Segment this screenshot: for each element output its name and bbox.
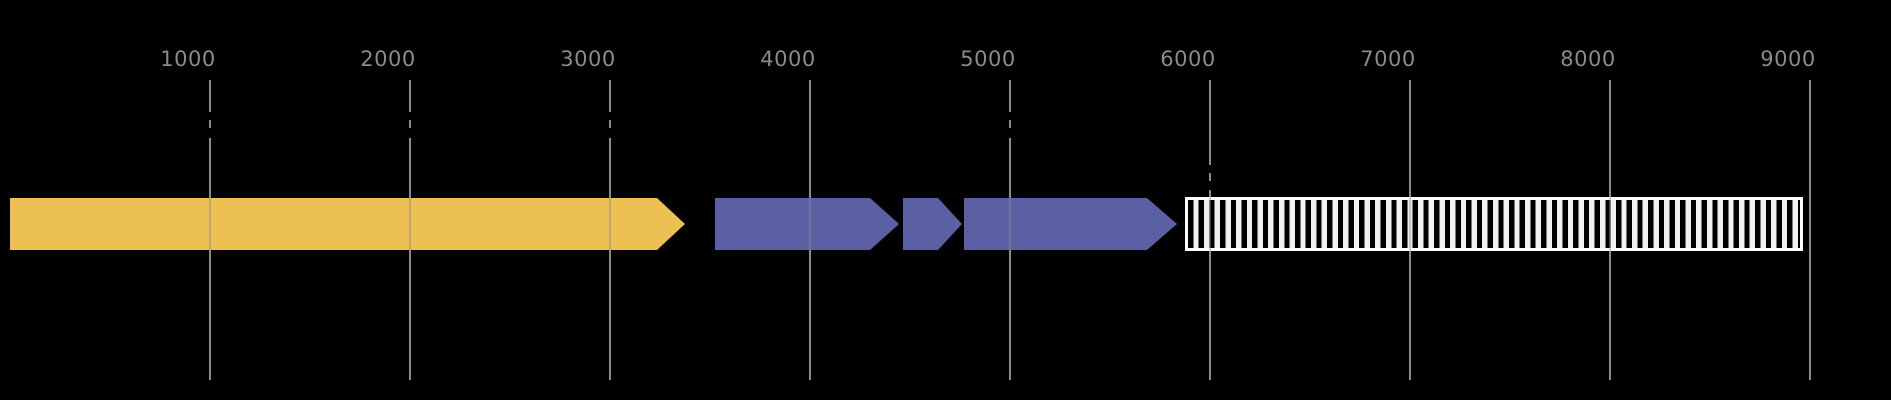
gridline-9000	[1809, 80, 1811, 380]
gridline-9000	[1809, 80, 1811, 380]
tick-label-7000: 7000	[1360, 47, 1416, 71]
tick-label-9000: 9000	[1760, 47, 1816, 71]
tick-label-8000: 8000	[1560, 47, 1616, 71]
tick-label-3000: 3000	[560, 47, 616, 71]
region-5-hatched-box	[1185, 197, 1803, 251]
tick-label-2000: 2000	[360, 47, 416, 71]
gridline-5000	[1009, 80, 1011, 380]
tick-label-1000: 1000	[160, 47, 216, 71]
gridline-3000	[609, 80, 611, 380]
tick-label-6000: 6000	[1160, 47, 1216, 71]
gene-2-arrow	[715, 198, 899, 250]
gridline-2000	[409, 80, 411, 380]
gridline-1000	[209, 80, 211, 380]
gene-1-arrow	[10, 198, 685, 250]
tick-label-5000: 5000	[960, 47, 1016, 71]
gridline-4000	[809, 80, 811, 380]
gridline-6000	[1209, 80, 1211, 380]
tick-label-4000: 4000	[760, 47, 816, 71]
gridline-7000	[1409, 80, 1411, 380]
gridline-8000	[1609, 80, 1611, 380]
gene-4-arrow	[964, 198, 1177, 250]
